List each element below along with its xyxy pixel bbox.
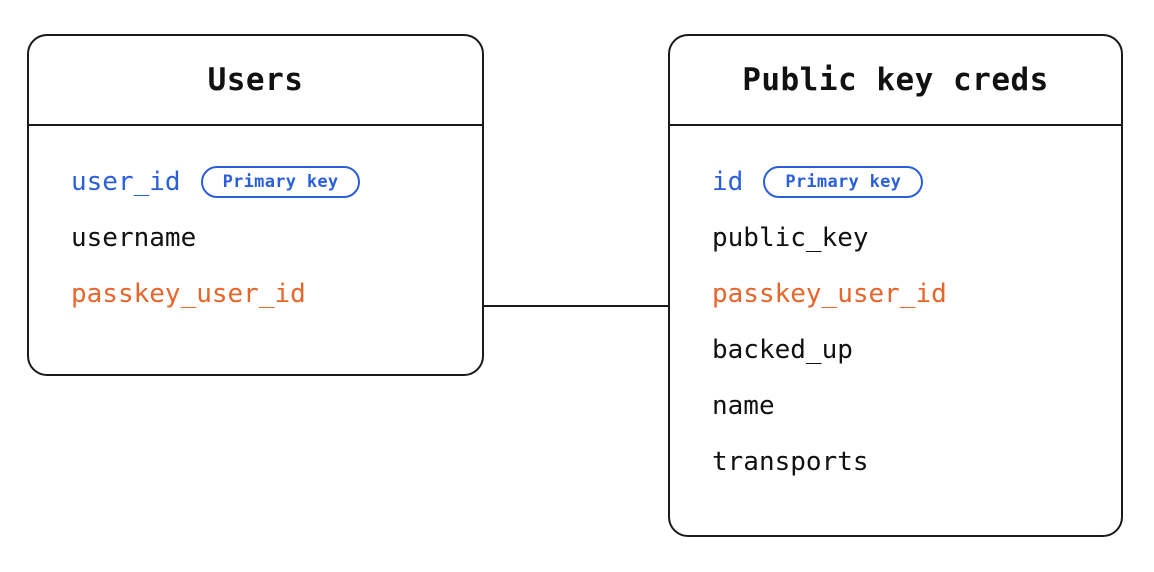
entity-users[interactable]: Users user_id Primary key username passk…: [27, 34, 484, 376]
field-row-transports[interactable]: transports: [670, 434, 1121, 490]
field-row-username[interactable]: username: [29, 210, 482, 266]
relationship-connector-users-to-public-key-creds: [482, 305, 670, 307]
field-name-transports: transports: [712, 447, 869, 477]
entity-public-key-creds[interactable]: Public key creds id Primary key public_k…: [668, 34, 1123, 537]
primary-key-badge-label: Primary key: [785, 171, 902, 192]
primary-key-badge-label: Primary key: [222, 171, 339, 192]
field-row-name[interactable]: name: [670, 378, 1121, 434]
entity-users-title: Users: [207, 61, 304, 98]
primary-key-badge-user-id: Primary key: [200, 166, 361, 198]
field-row-passkey-user-id[interactable]: passkey_user_id: [29, 266, 482, 322]
field-name-backed-up: backed_up: [712, 335, 853, 365]
entity-public-key-creds-header: Public key creds: [670, 36, 1121, 126]
field-name-passkey-user-id: passkey_user_id: [712, 279, 947, 309]
primary-key-badge-id: Primary key: [763, 166, 924, 198]
field-row-public-key[interactable]: public_key: [670, 210, 1121, 266]
entity-users-field-list: user_id Primary key username passkey_use…: [29, 126, 482, 322]
field-name-name: name: [712, 391, 775, 421]
entity-public-key-creds-title: Public key creds: [742, 61, 1049, 98]
field-name-username: username: [71, 223, 197, 253]
field-name-public-key: public_key: [712, 223, 869, 253]
field-name-id: id: [712, 167, 744, 197]
entity-users-header: Users: [29, 36, 482, 126]
field-row-user-id[interactable]: user_id Primary key: [29, 154, 482, 210]
entity-public-key-creds-field-list: id Primary key public_key passkey_user_i…: [670, 126, 1121, 490]
field-name-passkey-user-id: passkey_user_id: [71, 279, 306, 309]
field-name-user-id: user_id: [71, 167, 181, 197]
field-row-passkey-user-id[interactable]: passkey_user_id: [670, 266, 1121, 322]
field-row-id[interactable]: id Primary key: [670, 154, 1121, 210]
field-row-backed-up[interactable]: backed_up: [670, 322, 1121, 378]
